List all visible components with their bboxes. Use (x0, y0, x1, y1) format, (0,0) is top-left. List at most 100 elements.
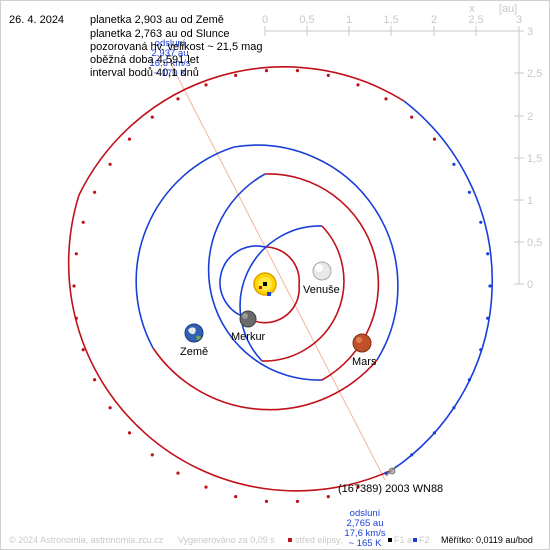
aphelion-temp: ~ 170 K (153, 68, 187, 79)
orbit-point (486, 316, 490, 320)
orbit-point (74, 316, 78, 320)
orbit-point (356, 485, 360, 489)
info-line-sun-distance: planetka 2,763 au od Slunce (90, 28, 229, 40)
aphelion-title: odsluní (155, 38, 186, 49)
perihelion-title: odsluní (350, 508, 381, 519)
mercury-icon (239, 310, 257, 328)
orbit-point (204, 485, 208, 489)
orbit-point (295, 499, 300, 503)
x-tick-3: 1,5 (383, 14, 398, 26)
mars-label: Mars (352, 356, 377, 368)
mercury-label: Merkur (231, 331, 266, 343)
orbit-point (74, 252, 78, 256)
y-tick-2: 2 (527, 111, 533, 123)
orbit-point (93, 378, 97, 382)
orbit-point (432, 431, 437, 435)
orbit-point (234, 495, 238, 499)
perihelion-distance: 2,765 au (347, 518, 384, 529)
aphelion-distance: 2,937 au (152, 48, 189, 59)
x-tick-6: 3 (516, 14, 522, 26)
orbit-point (234, 73, 238, 77)
venus-icon (312, 261, 332, 281)
y-tick-3: 1,5 (527, 153, 542, 165)
legend-center-marker (288, 538, 292, 542)
y-axis-unit: [au] (499, 3, 517, 15)
orbit-point (452, 406, 456, 410)
y-tick-1: 2,5 (527, 68, 542, 80)
venus-orbit (239, 225, 345, 362)
y-tick-5: 0,5 (527, 237, 542, 249)
footer-legend-center: střed elipsy, (295, 535, 342, 545)
orbit-point (81, 348, 85, 352)
mercury-orbit (219, 245, 301, 324)
x-tick-4: 2 (431, 14, 437, 26)
x-tick-1: 0,5 (299, 14, 314, 26)
earth-label: Země (180, 346, 208, 358)
legend-f2-marker (413, 538, 417, 542)
asteroid-icon (385, 465, 397, 477)
y-tick-4: 1 (527, 195, 533, 207)
perihelion-speed: 17,6 km/s (344, 528, 385, 539)
y-tick-6: 0 (527, 279, 533, 291)
orbit-point (467, 378, 471, 382)
orbit-point (488, 284, 492, 288)
info-line-interval: interval bodů 40,1 dnů (90, 67, 199, 79)
earth-orbit (207, 173, 380, 381)
orbit-point (150, 453, 154, 457)
earth-icon (184, 323, 204, 343)
x-tick-2: 1 (346, 14, 352, 26)
orbit-point (356, 83, 360, 87)
footer-legend-f2: F2 (419, 535, 430, 545)
mars-icon (352, 333, 372, 353)
orbit-point (467, 190, 471, 194)
orbit-point (326, 495, 330, 499)
asteroid-orbit (67, 66, 494, 492)
y-axis (514, 30, 524, 285)
orbit-point (176, 471, 180, 475)
orbit-point (452, 162, 456, 166)
x-tick-5: 2,5 (468, 14, 483, 26)
apsides-line (169, 61, 386, 481)
footer: © 2024 Astronomia, astronomia.zcu.cz Vyg… (9, 535, 533, 545)
footer-legend-f1: F1 a (394, 535, 412, 545)
y-tick-0: 3 (527, 26, 533, 38)
orbit-point (384, 471, 388, 475)
orbit-point (432, 137, 437, 141)
orbit-point (264, 69, 269, 73)
info-line-earth-distance: planetka 2,903 au od Země (90, 14, 224, 26)
orbit-point (108, 406, 112, 410)
orbit-point (295, 69, 300, 73)
orbit-point (264, 499, 269, 503)
aphelion-speed: 16,5 km/s (149, 58, 190, 69)
orbit-point (72, 284, 76, 288)
orbit-point (127, 431, 132, 435)
legend-f1-marker (388, 538, 392, 542)
orbit-point (176, 97, 180, 101)
mars-orbit (135, 144, 399, 411)
footer-generated: Vygenerováno za 0,09 s (178, 535, 275, 545)
asteroid-orbit-points (72, 69, 492, 503)
info-line-period: oběžná doba 4,591 let (90, 54, 199, 66)
orbit-point (479, 348, 483, 352)
sun-icon (253, 272, 277, 296)
x-tick-0: 0 (262, 14, 268, 26)
orbit-point (108, 162, 112, 166)
orbit-point (479, 220, 483, 224)
venus-label: Venuše (303, 284, 340, 296)
x-axis-label: x (469, 3, 475, 15)
orbit-point (384, 97, 388, 101)
orbit-point (410, 115, 414, 119)
footer-copyright: © 2024 Astronomia, astronomia.zcu.cz (9, 535, 164, 545)
orbit-point (81, 220, 85, 224)
info-line-magnitude: pozorovaná hv. velikost ~ 21,5 mag (90, 41, 263, 53)
orbit-point (150, 115, 154, 119)
perihelion-temp: ~ 165 K (348, 538, 382, 549)
footer-scale: Měřítko: 0,0119 au/bod (441, 535, 533, 545)
asteroid-label: (167389) 2003 WN88 (338, 483, 443, 495)
orbit-point (204, 83, 208, 87)
x-axis (264, 26, 520, 36)
orbit-point (93, 190, 97, 194)
